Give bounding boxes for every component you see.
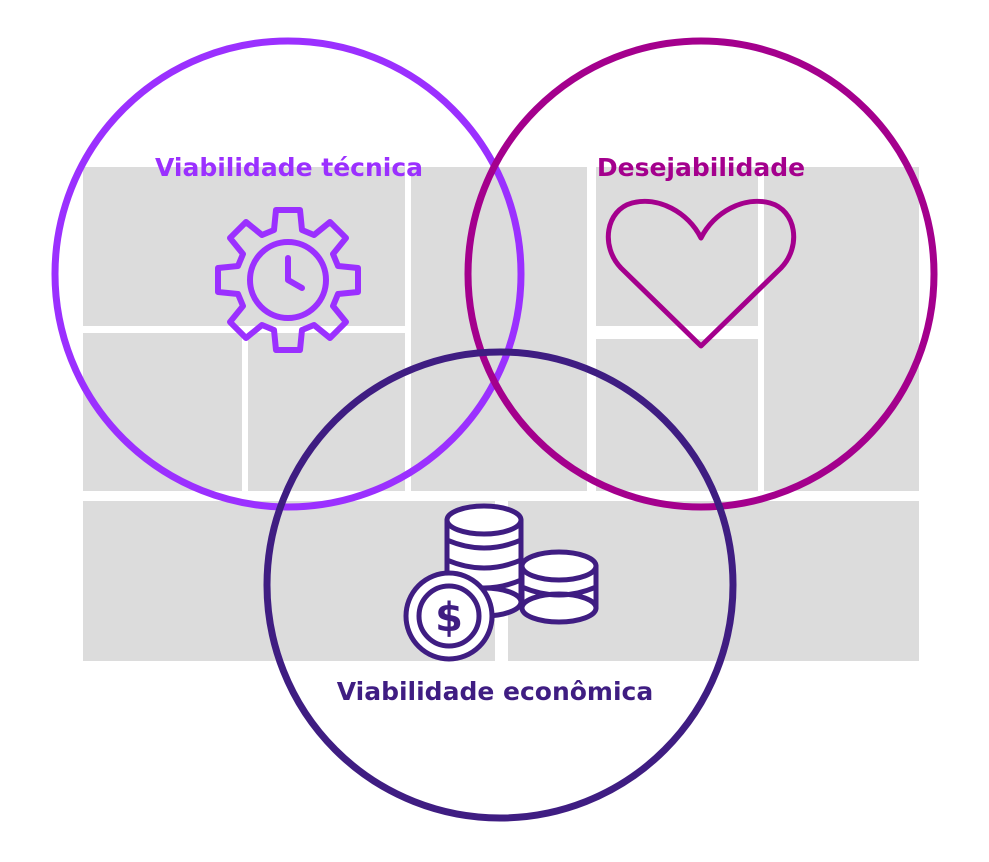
gear-clock-icon xyxy=(215,207,361,353)
desirability-circle xyxy=(464,37,938,511)
tile xyxy=(596,339,758,491)
desirability-label: Desejabilidade xyxy=(597,153,805,182)
tile xyxy=(248,333,405,491)
tile xyxy=(596,167,758,326)
economic-feasibility-label: Viabilidade econômica xyxy=(337,677,654,706)
technical-feasibility-label: Viabilidade técnica xyxy=(155,153,423,182)
heart-icon xyxy=(605,198,797,349)
tile xyxy=(83,167,405,326)
tile xyxy=(83,333,242,491)
coins-dollar-icon xyxy=(403,503,599,662)
dollar-sign-icon: $ xyxy=(435,595,463,641)
tile xyxy=(411,167,587,491)
technical-feasibility-circle xyxy=(51,37,525,511)
economic-feasibility-circle xyxy=(263,348,737,822)
